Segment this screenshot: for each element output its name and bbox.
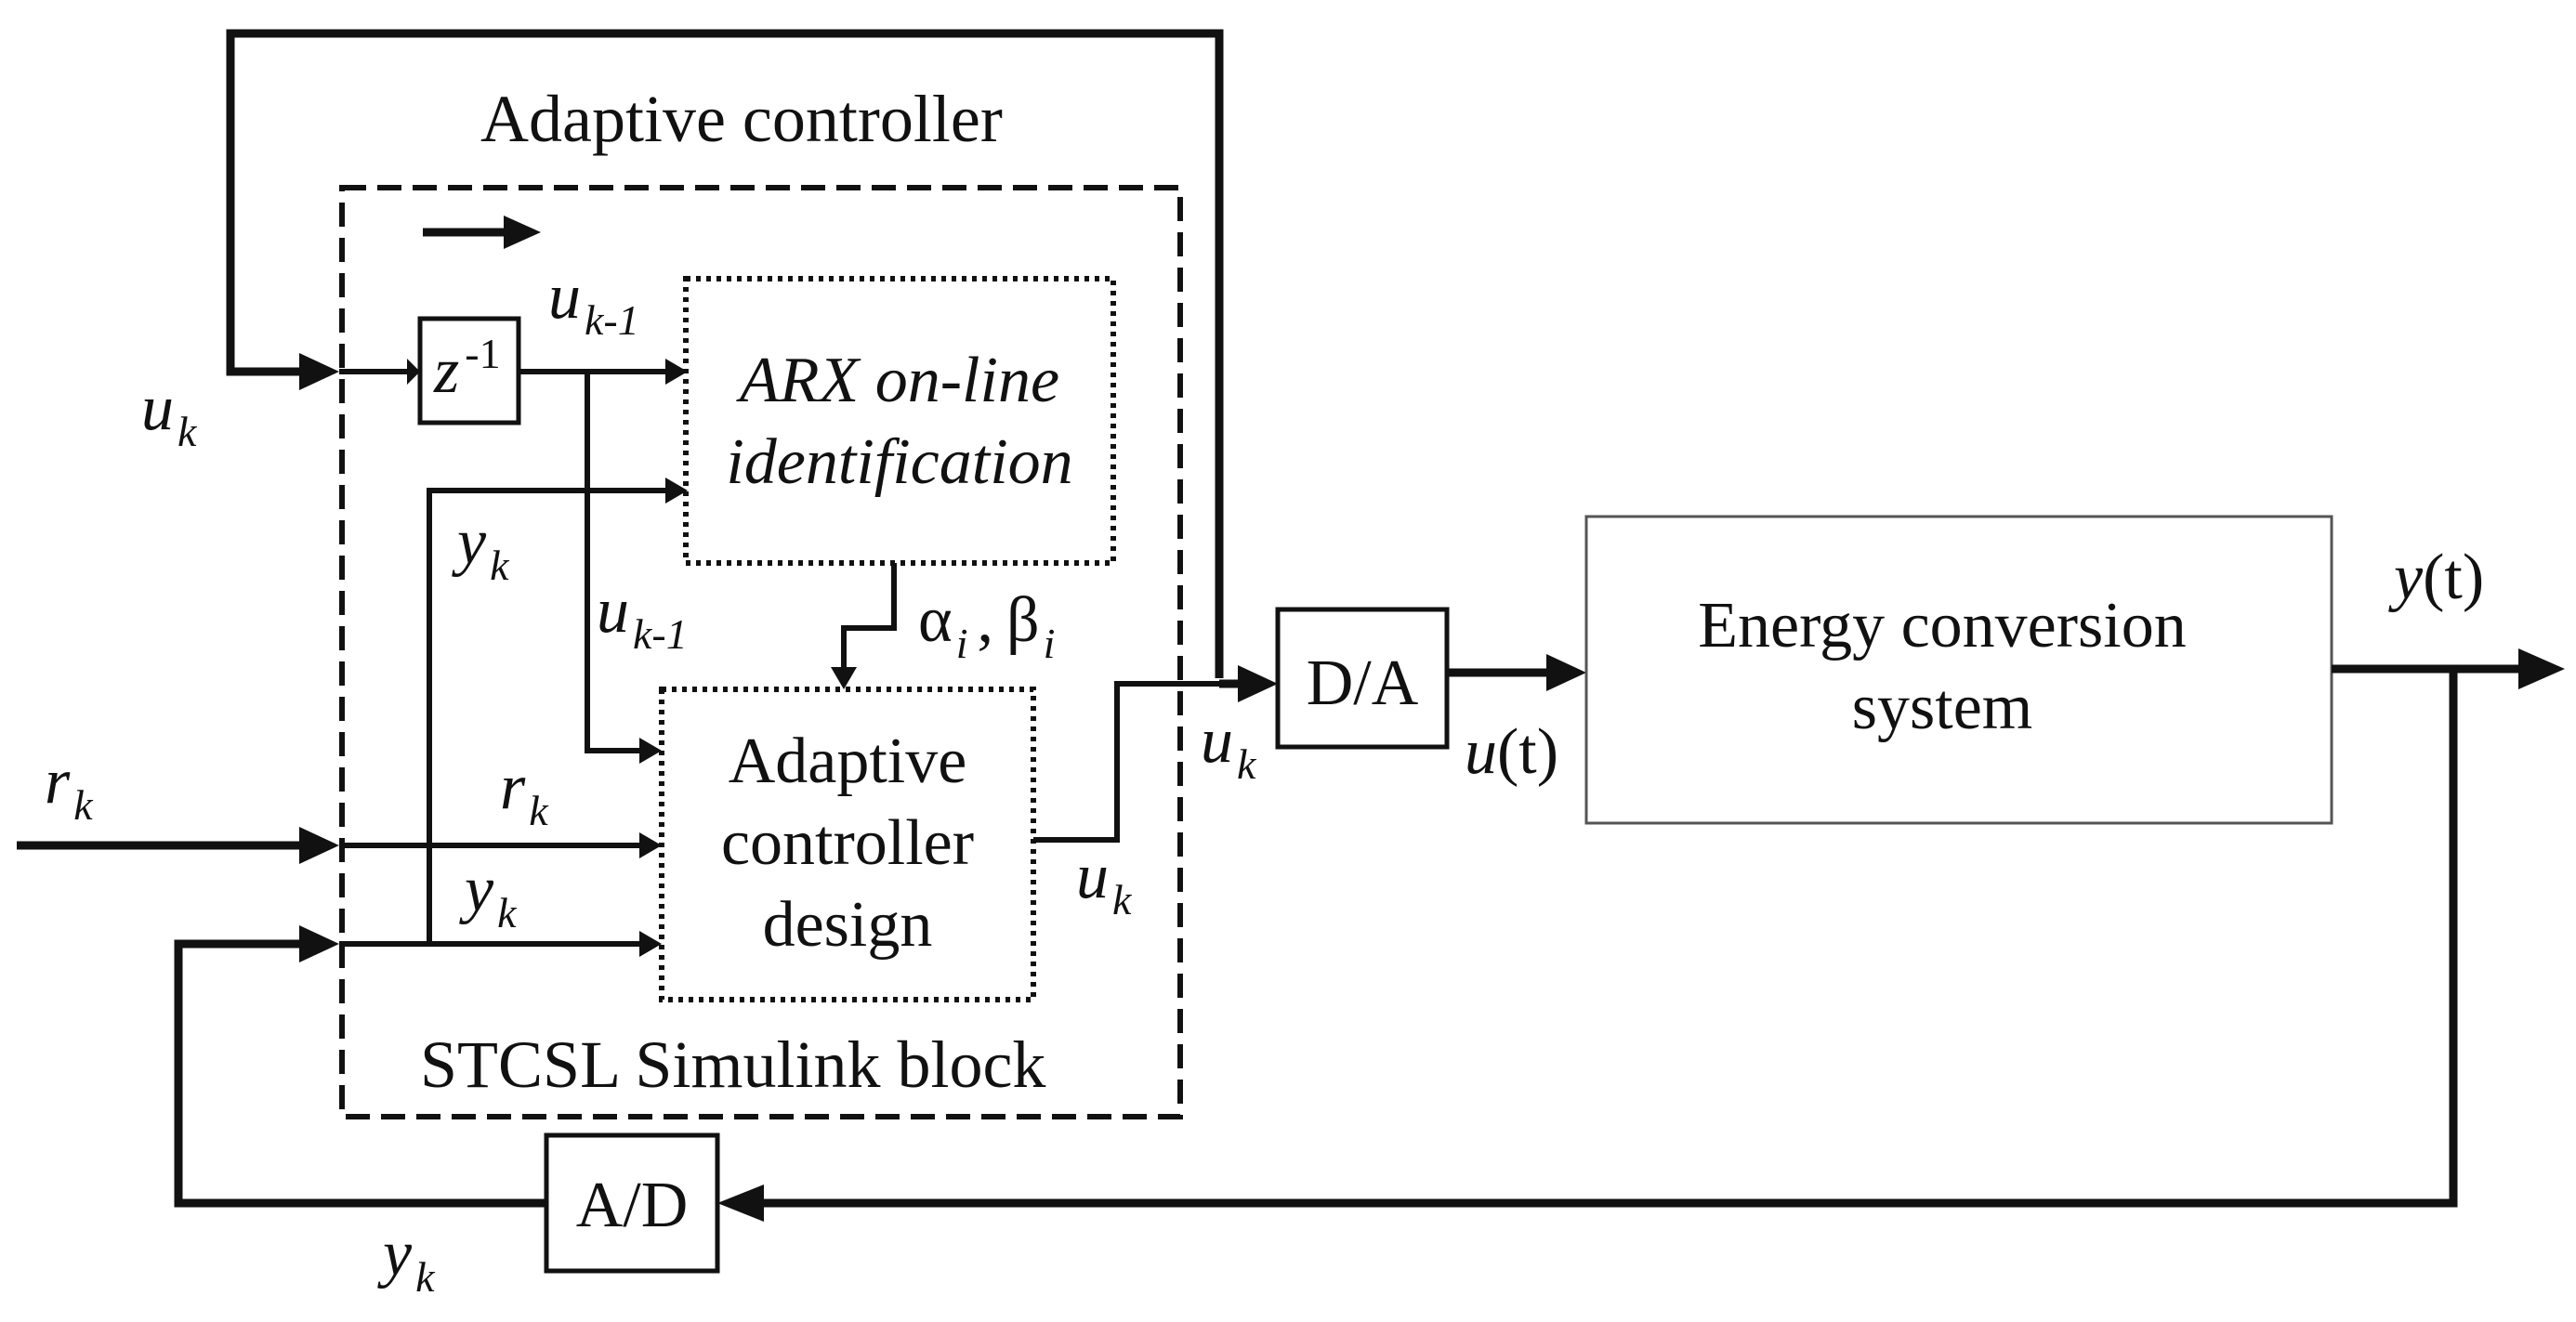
arx-input-arrow-2 [665, 478, 688, 504]
uk1-label-mid: uk-1 [597, 575, 688, 658]
arx-label-line2: identification [726, 426, 1072, 498]
adc-label: A/D [576, 1170, 689, 1241]
delay-label: z-1 [433, 330, 501, 407]
uk-input-arrow [299, 353, 339, 390]
adc-block [544, 1132, 720, 1274]
inner-title: STCSL Simulink block [420, 1027, 1045, 1102]
adc-input-arrow [717, 1185, 764, 1222]
rk-label-outer: rk [45, 746, 94, 829]
arx-input-arrow-1 [665, 359, 688, 385]
rk-input-arrow [299, 827, 339, 864]
uk-output-wire [1033, 681, 1219, 843]
plant-block [1584, 515, 2333, 825]
controller-input-arrow-uk1 [639, 738, 662, 764]
plant-label-line2: system [1852, 672, 2032, 743]
yk-feedback-wire [174, 939, 546, 1208]
yk-label-adc: yk [377, 1218, 436, 1301]
yt-output-arrow [2518, 648, 2565, 689]
plant-label-line1: Energy conversion [1698, 590, 2187, 661]
arx-identification-block [683, 276, 1116, 566]
yk-label-inner: yk [459, 854, 518, 936]
plant-input-arrow [1546, 654, 1586, 691]
rk-label-inner: rk [500, 752, 549, 834]
params-arrow [831, 667, 857, 689]
yt-feedback-wire [762, 669, 2458, 1208]
outer-title: Adaptive controller [480, 82, 1003, 156]
uk-feedback-wire [226, 29, 1224, 678]
controller-input-arrow-rk [639, 832, 662, 858]
controller-label-line3: design [763, 889, 933, 961]
controller-label-line1: Adaptive [729, 726, 967, 797]
direction-arrow-head [504, 216, 541, 249]
params-label: αi,βi [918, 584, 1055, 667]
uk-label-dac: uk [1201, 705, 1257, 788]
yk-to-arx-wire [427, 488, 667, 944]
uk-label-outer: uk [141, 373, 198, 455]
uk1-label-top: uk-1 [548, 261, 639, 344]
controller-input-arrow-yk [639, 931, 662, 957]
dac-input-arrow [1238, 665, 1278, 702]
yk-input-arrow [299, 925, 339, 962]
controller-label-line2: controller [721, 807, 974, 879]
uk1-to-controller-wire [585, 372, 641, 753]
ut-label: u(t) [1465, 716, 1558, 788]
delay-block [417, 316, 521, 425]
arx-label-line1: ARX on-line [736, 345, 1059, 416]
params-wire [841, 563, 897, 669]
uk-label-controller-out: uk [1076, 841, 1133, 923]
delay-input-arrow [407, 359, 420, 385]
dac-label: D/A [1307, 648, 1419, 719]
yt-label: y(t) [2388, 542, 2484, 613]
dac-block [1275, 607, 1450, 750]
controller-design-block [659, 687, 1036, 1002]
yk-label-arx: yk [452, 506, 510, 589]
